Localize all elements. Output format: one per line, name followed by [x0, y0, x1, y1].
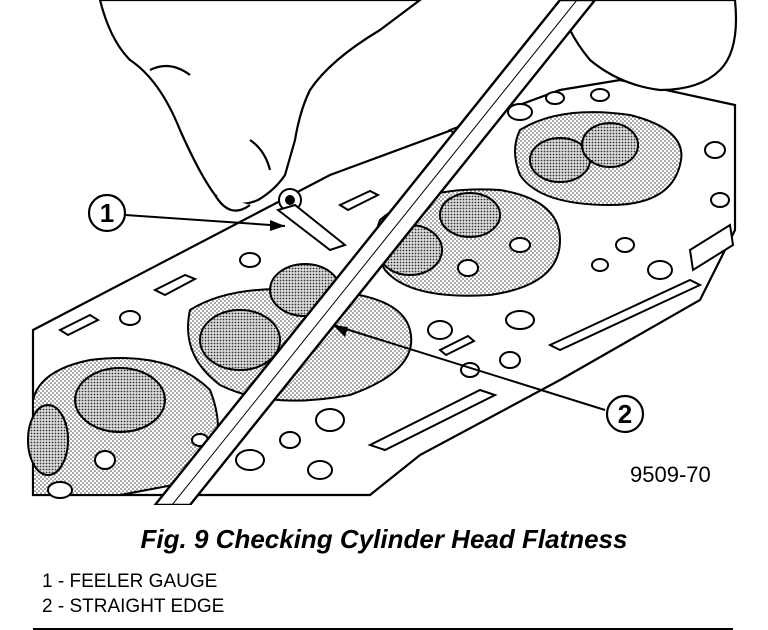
- valve: [74, 367, 166, 433]
- callout-1-circle: [87, 193, 127, 233]
- legend-number: 1: [42, 571, 53, 592]
- cylinder-head-illustration: 1 2: [27, 0, 738, 505]
- callout-1-leader: [125, 214, 286, 227]
- straight-edge: [153, 0, 597, 505]
- valve: [27, 404, 69, 476]
- legend-label: STRAIGHT EDGE: [69, 596, 225, 617]
- feeler-gauge: [275, 188, 348, 252]
- legend-item-straight-edge: 2 - STRAIGHT EDGE: [42, 594, 224, 619]
- legend-item-feeler-gauge: 1 - FEELER GAUGE: [42, 569, 224, 594]
- callout-2-circle: [605, 394, 645, 434]
- figure-caption: Fig. 9 Checking Cylinder Head Flatness: [140, 524, 628, 554]
- bottom-divider: [33, 628, 733, 630]
- legend-label: FEELER GAUGE: [69, 571, 218, 592]
- callout-1: 1: [87, 193, 286, 233]
- legend-separator: -: [52, 596, 70, 617]
- legend-number: 2: [42, 596, 53, 617]
- legend: 1 - FEELER GAUGE 2 - STRAIGHT EDGE: [42, 569, 224, 619]
- legend-separator: -: [52, 571, 70, 592]
- callout-2-number: 2: [618, 399, 632, 429]
- figure-code: 9509-70: [630, 462, 711, 487]
- callout-2: 2: [332, 324, 645, 434]
- valves: [27, 122, 639, 476]
- deck-holes: [47, 88, 735, 499]
- valve: [199, 309, 281, 371]
- valve: [581, 122, 639, 168]
- callout-2-leader: [332, 324, 606, 411]
- hand: [98, 0, 738, 212]
- valve: [439, 192, 501, 238]
- callout-1-number: 1: [100, 198, 114, 228]
- valve: [529, 137, 591, 183]
